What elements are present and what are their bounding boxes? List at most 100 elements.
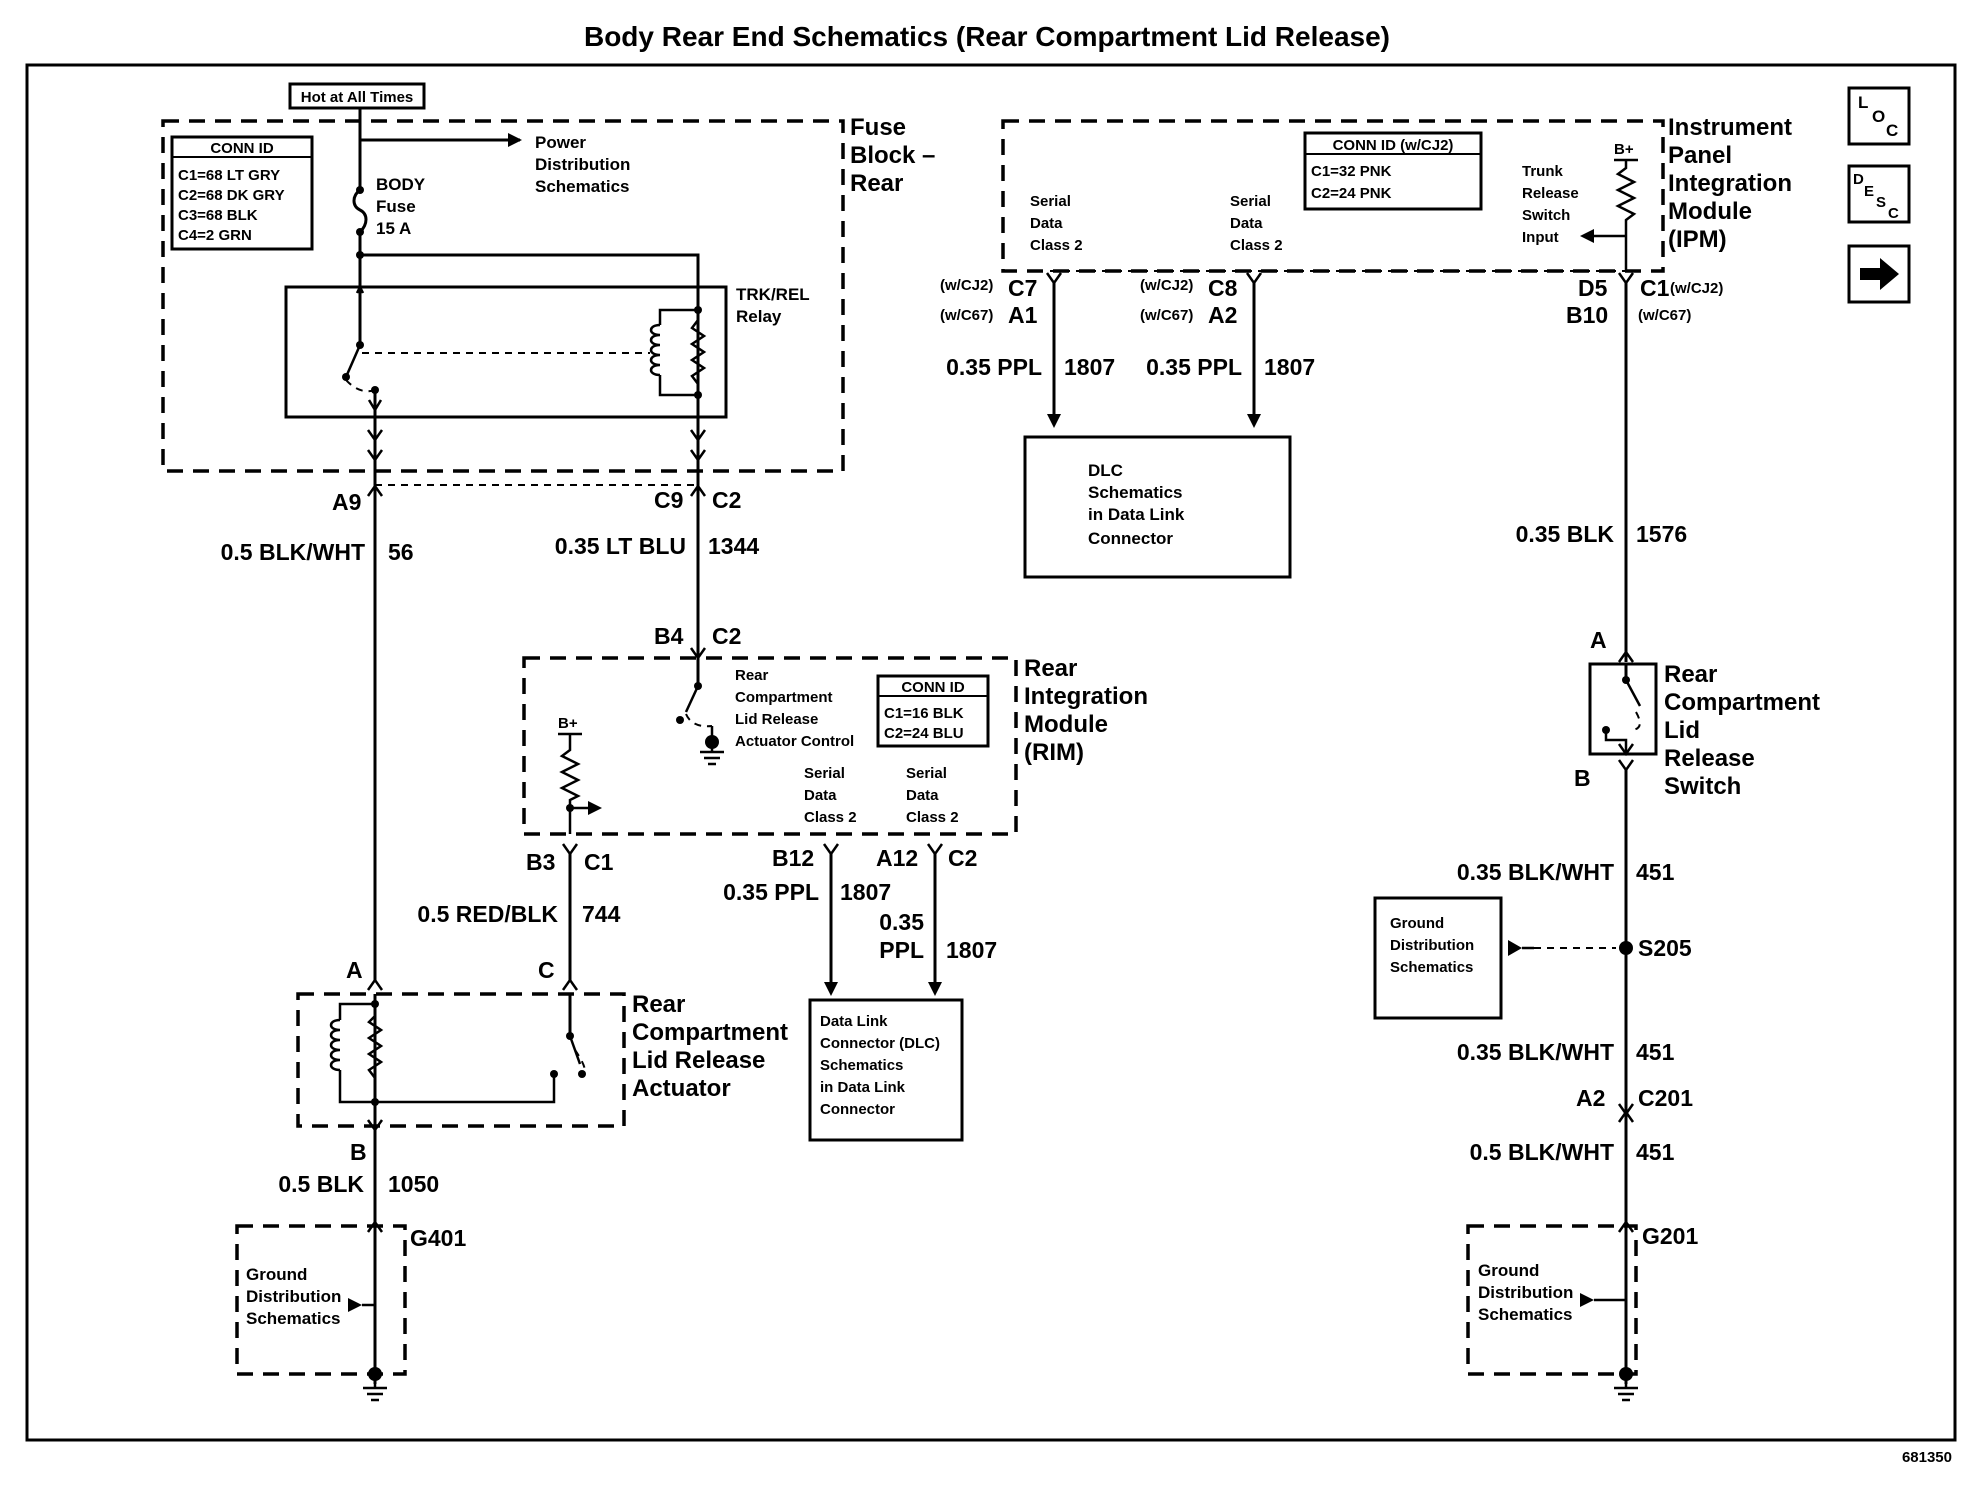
wire-451-a-circuit: 451 bbox=[1636, 859, 1675, 885]
svg-text:Integration: Integration bbox=[1668, 170, 1792, 197]
ipm-name: Instrument Panel Integration Module (IPM… bbox=[1668, 114, 1792, 253]
ipm-pullup-resistor bbox=[1615, 160, 1637, 270]
svg-text:Compartment: Compartment bbox=[735, 689, 833, 706]
rim-pin-b4-conn: C2 bbox=[712, 623, 741, 649]
release-switch-name: Rear Compartment Lid Release Switch bbox=[1664, 661, 1820, 800]
svg-text:Connector: Connector bbox=[1088, 529, 1173, 548]
dlc-schematics-ref-2[interactable] bbox=[808, 998, 964, 1142]
svg-text:C4=2 GRN: C4=2 GRN bbox=[178, 227, 252, 244]
wire-1576-circuit: 1576 bbox=[1636, 521, 1687, 547]
c201-id: C201 bbox=[1638, 1085, 1693, 1111]
actuator-boundary bbox=[296, 992, 626, 1128]
wire-1050-circuit: 1050 bbox=[388, 1171, 439, 1197]
arrow-right-icon[interactable] bbox=[1847, 244, 1911, 304]
svg-text:Data Link: Data Link bbox=[820, 1013, 888, 1030]
svg-text:Distribution: Distribution bbox=[1478, 1283, 1573, 1302]
rim-serial-data-1: Serial Data Class 2 bbox=[804, 765, 857, 826]
svg-text:(IPM): (IPM) bbox=[1668, 226, 1727, 253]
ipm-conn-id: CONN ID (w/CJ2) C1=32 PNK C2=24 PNK bbox=[1303, 131, 1483, 211]
svg-text:Module: Module bbox=[1024, 711, 1108, 738]
svg-text:15 A: 15 A bbox=[376, 219, 411, 238]
desc-icon[interactable]: D E S C bbox=[1847, 164, 1911, 224]
ipm-serial-data-1: Serial Data Class 2 bbox=[1030, 193, 1083, 254]
svg-text:Integration: Integration bbox=[1024, 683, 1148, 710]
svg-text:Schematics: Schematics bbox=[1390, 959, 1473, 976]
svg-text:DLC: DLC bbox=[1088, 461, 1123, 480]
svg-text:Schematics: Schematics bbox=[1088, 483, 1183, 502]
loc-icon[interactable]: L O C bbox=[1847, 86, 1911, 146]
svg-text:Distribution: Distribution bbox=[535, 155, 630, 174]
rim-pin-a12-conn: C2 bbox=[948, 845, 977, 871]
wire-451-b-circuit: 451 bbox=[1636, 1039, 1675, 1065]
ipm-pin-b10: B10 bbox=[1566, 302, 1608, 328]
svg-text:Input: Input bbox=[1522, 229, 1559, 246]
figure-id: 681350 bbox=[1902, 1449, 1952, 1466]
ground-g201-boundary bbox=[1466, 1224, 1638, 1376]
ipm-pin-c1: C1 bbox=[1640, 275, 1670, 301]
svg-text:Schematics: Schematics bbox=[1478, 1305, 1573, 1324]
dlc-schematics-ref-1[interactable] bbox=[1023, 435, 1292, 579]
fuse-block-rear-boundary bbox=[161, 119, 845, 473]
dlc-schematics-ref-1-text: DLC Schematics in Data Link Connector bbox=[1088, 461, 1185, 548]
diagram-frame bbox=[25, 63, 1957, 1442]
svg-text:Serial: Serial bbox=[804, 765, 845, 782]
svg-text:L: L bbox=[1858, 93, 1868, 112]
svg-text:Class 2: Class 2 bbox=[1230, 237, 1283, 254]
svg-text:Module: Module bbox=[1668, 198, 1752, 225]
svg-text:C1=32 PNK: C1=32 PNK bbox=[1311, 163, 1392, 180]
svg-text:Release: Release bbox=[1522, 185, 1579, 202]
splice-ground-ref[interactable] bbox=[1373, 896, 1503, 1020]
svg-text:Serial: Serial bbox=[906, 765, 947, 782]
svg-text:Schematics: Schematics bbox=[535, 177, 630, 196]
hot-feed-wire bbox=[358, 108, 520, 142]
ipm-bplus: B+ bbox=[1614, 141, 1634, 158]
wire-1344-gauge: 0.35 LT BLU bbox=[555, 533, 686, 559]
svg-text:Switch: Switch bbox=[1664, 773, 1741, 800]
svg-text:E: E bbox=[1864, 183, 1874, 200]
ipm-boundary bbox=[1001, 119, 1665, 273]
svg-text:Compartment: Compartment bbox=[1664, 689, 1820, 716]
svg-text:Rear: Rear bbox=[850, 170, 903, 197]
diagram-title: Body Rear End Schematics (Rear Compartme… bbox=[584, 21, 1390, 52]
svg-text:Ground: Ground bbox=[1390, 915, 1444, 932]
ipm-pin-a2-opt: (w/C67) bbox=[1140, 307, 1193, 324]
svg-text:Compartment: Compartment bbox=[632, 1019, 788, 1046]
svg-text:Rear: Rear bbox=[1024, 655, 1077, 682]
wire-1807-rim-1-gauge: 0.35 PPL bbox=[723, 879, 819, 905]
rim-pin-b4: B4 bbox=[654, 623, 684, 649]
wire-451-b-gauge: 0.35 BLK/WHT bbox=[1457, 1039, 1614, 1065]
svg-text:Serial: Serial bbox=[1030, 193, 1071, 210]
svg-text:Rear: Rear bbox=[1664, 661, 1717, 688]
wire-1576-gauge: 0.35 BLK bbox=[1516, 521, 1615, 547]
pin-a9: A9 bbox=[332, 489, 361, 515]
actuator-pin-c: C bbox=[538, 957, 555, 983]
ground-g201-ref: Ground Distribution Schematics bbox=[1478, 1261, 1573, 1324]
svg-text:Connector (DLC): Connector (DLC) bbox=[820, 1035, 940, 1052]
ipm-serial-data-2: Serial Data Class 2 bbox=[1230, 193, 1283, 254]
svg-text:Class 2: Class 2 bbox=[906, 809, 959, 826]
svg-text:C2=24 PNK: C2=24 PNK bbox=[1311, 185, 1392, 202]
rim-pin-a12: A12 bbox=[876, 845, 918, 871]
svg-text:(RIM): (RIM) bbox=[1024, 739, 1084, 766]
svg-text:Rear: Rear bbox=[632, 991, 685, 1018]
rim-pin-b12: B12 bbox=[772, 845, 814, 871]
svg-text:C3=68 BLK: C3=68 BLK bbox=[178, 207, 258, 224]
svg-text:in Data Link: in Data Link bbox=[820, 1079, 906, 1096]
rim-conn-id: CONN ID C1=16 BLK C2=24 BLU bbox=[876, 674, 990, 748]
svg-text:Actuator Control: Actuator Control bbox=[735, 733, 854, 750]
switch-pin-b: B bbox=[1574, 765, 1591, 791]
ipm-pin-c67-opt: (w/C67) bbox=[1638, 307, 1691, 324]
svg-text:Distribution: Distribution bbox=[246, 1287, 341, 1306]
dlc-schematics-ref-2-text: Data Link Connector (DLC) Schematics in … bbox=[820, 1013, 940, 1118]
svg-text:Power: Power bbox=[535, 133, 586, 152]
svg-text:C2=68 DK GRY: C2=68 DK GRY bbox=[178, 187, 285, 204]
svg-text:C1=68 LT GRY: C1=68 LT GRY bbox=[178, 167, 280, 184]
body-fuse bbox=[352, 140, 368, 287]
wire-1807-ipm-1-gauge: 0.35 PPL bbox=[946, 354, 1042, 380]
pin-c2-fuse: C2 bbox=[712, 487, 741, 513]
wire-1807-rim-2-gauge-1: 0.35 bbox=[879, 909, 924, 935]
actuator-pin-a: A bbox=[346, 957, 363, 983]
svg-text:Block –: Block – bbox=[850, 142, 935, 169]
svg-text:Data: Data bbox=[906, 787, 939, 804]
